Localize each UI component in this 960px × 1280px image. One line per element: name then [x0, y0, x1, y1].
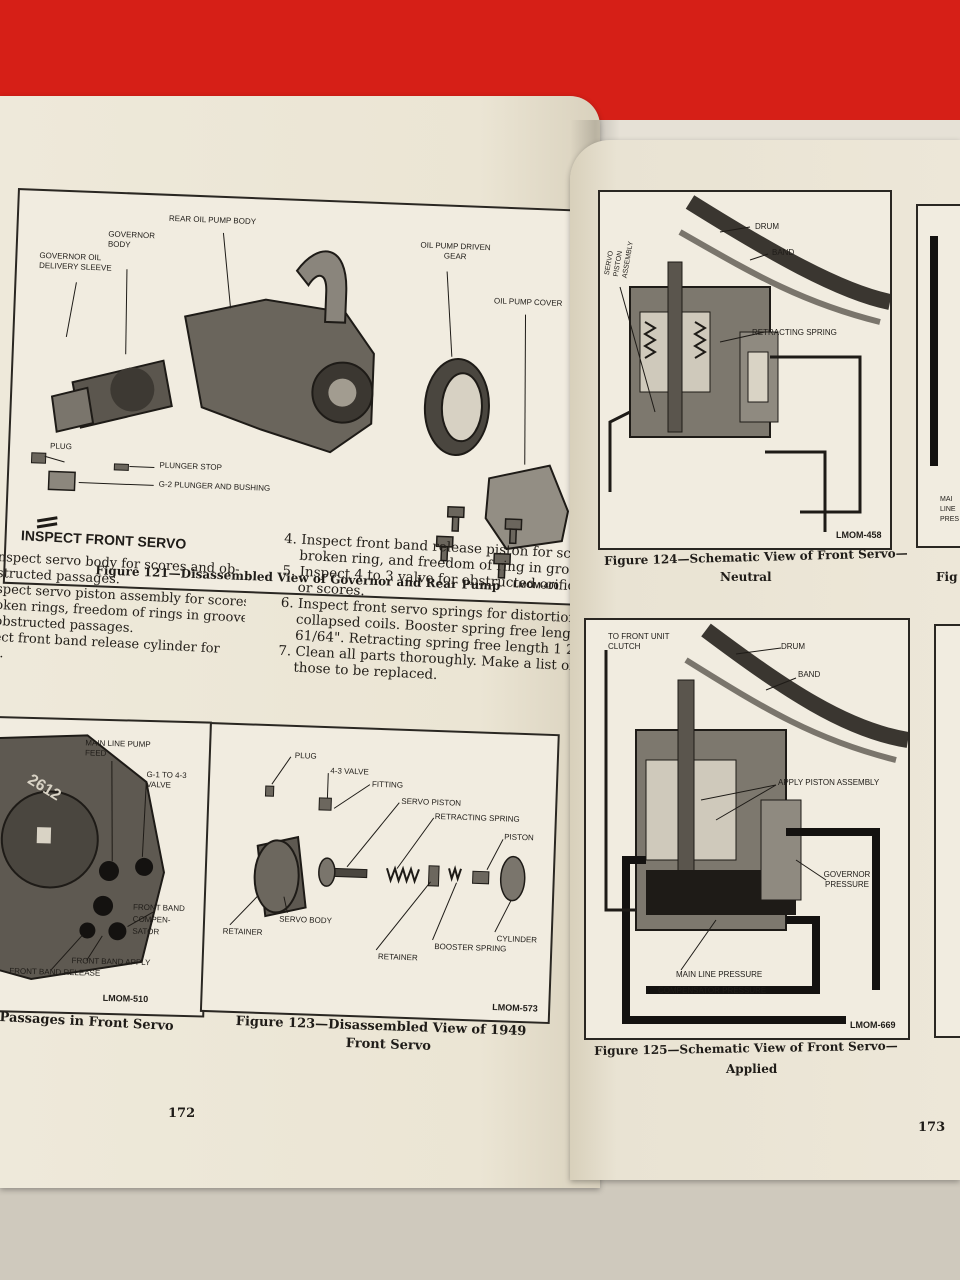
text-block: INSPECT FRONT SERVO nspect servo body fo…: [0, 516, 599, 747]
label-band-124: Band: [772, 248, 795, 257]
figure-122-code: LMOM-510: [102, 992, 149, 1005]
label-governor-oil-delivery-sleeve: Governor Oil Delivery Sleeve: [38, 250, 112, 273]
label-retracting-spring-124: Retracting Spring: [752, 328, 837, 337]
page-number-right: 173: [918, 1120, 946, 1135]
label-drum-124: Drum: [755, 222, 779, 231]
edge-label-line: LINE: [940, 506, 956, 513]
figure-122-frame: 2612 Main Line Pump Feed G-1 to 4-3 Valv…: [0, 716, 212, 1018]
label-retainer: Retainer: [377, 952, 418, 963]
label-g1-to-43-valve: G-1 to 4-3 Valve: [146, 769, 187, 790]
figure-125-illustration: [604, 623, 908, 1024]
edge-caption-fig: Fig: [936, 570, 958, 584]
figure-122-illustration: [0, 734, 165, 981]
figure-123-frame: Plug 4-3 Valve Fitting Servo Piston Retr…: [199, 722, 560, 1025]
label-drum-125: Drum: [781, 642, 805, 651]
label-oil-pump-driven-gear: Oil Pump Driven Gear: [420, 240, 491, 262]
label-retainer-left: Retainer: [222, 926, 263, 937]
edge-illustration-top: [930, 236, 938, 466]
figure-121-illustration: [30, 232, 570, 579]
label-band-125: Band: [798, 670, 821, 679]
figure-124-frame: Drum Band Servo Piston Assembly Retracti…: [598, 190, 892, 550]
figure-edge-frame-top: MAI LINE PRES: [916, 204, 960, 548]
label-plug: Plug: [49, 441, 73, 452]
figure-123-caption-line-2: Front Servo: [345, 1036, 432, 1054]
figure-123-code: LMOM-573: [492, 1002, 538, 1014]
edge-label-main: MAI: [940, 496, 953, 503]
label-governor-body: Governor Body: [107, 229, 156, 250]
section-heading: INSPECT FRONT SERVO: [20, 527, 187, 552]
figure-124-illustration: [608, 195, 890, 532]
edge-label-pres: PRES: [940, 516, 960, 523]
figure-124-caption-line-2: Neutral: [720, 570, 772, 584]
label-to-front-unit-clutch: To Front Unit Clutch: [608, 632, 670, 651]
right-page: Drum Band Servo Piston Assembly Retracti…: [570, 140, 960, 1180]
label-fitting: Fitting: [371, 779, 404, 790]
figure-125-code: LMOM-669: [850, 1020, 896, 1030]
figure-124-code: LMOM-458: [836, 530, 882, 540]
column-2: 4. Inspect front band release piston for…: [277, 531, 584, 691]
label-piston: Piston: [504, 832, 534, 843]
column-1: nspect servo body for scores and ob- str…: [0, 550, 248, 675]
figure-125-frame: To Front Unit Clutch Drum Band Apply Pis…: [584, 618, 910, 1040]
label-front-band-compensator: Front Band Compen- sator: [132, 902, 186, 937]
figure-125-caption-line-2: Applied: [726, 1062, 778, 1076]
page-number-left: 172: [168, 1106, 196, 1121]
label-main-line-pressure: Main Line Pressure: [676, 970, 763, 979]
label-compensator-pressure: Compensator Pressure: [658, 986, 767, 995]
label-main-line-pump-feed: Main Line Pump Feed: [84, 738, 151, 758]
figure-123-illustration: [229, 756, 526, 951]
label-apply-piston-assembly: Apply Piston Assembly: [778, 778, 880, 787]
label-servo-body: Servo Body: [279, 914, 333, 926]
label-governor-pressure: Governor Pressure: [823, 870, 871, 889]
label-plug: Plug: [294, 750, 317, 761]
figure-121-frame: Governor Oil Delivery Sleeve Governor Bo…: [2, 188, 600, 607]
figure-125-caption-line-1: Figure 125—Schematic View of Front Servo…: [594, 1038, 898, 1058]
label-4-3-valve: 4-3 Valve: [330, 766, 369, 777]
figure-edge-frame-bottom: [934, 624, 960, 1038]
left-page: Governor Oil Delivery Sleeve Governor Bo…: [0, 96, 600, 1188]
label-cylinder: Cylinder: [496, 934, 538, 945]
